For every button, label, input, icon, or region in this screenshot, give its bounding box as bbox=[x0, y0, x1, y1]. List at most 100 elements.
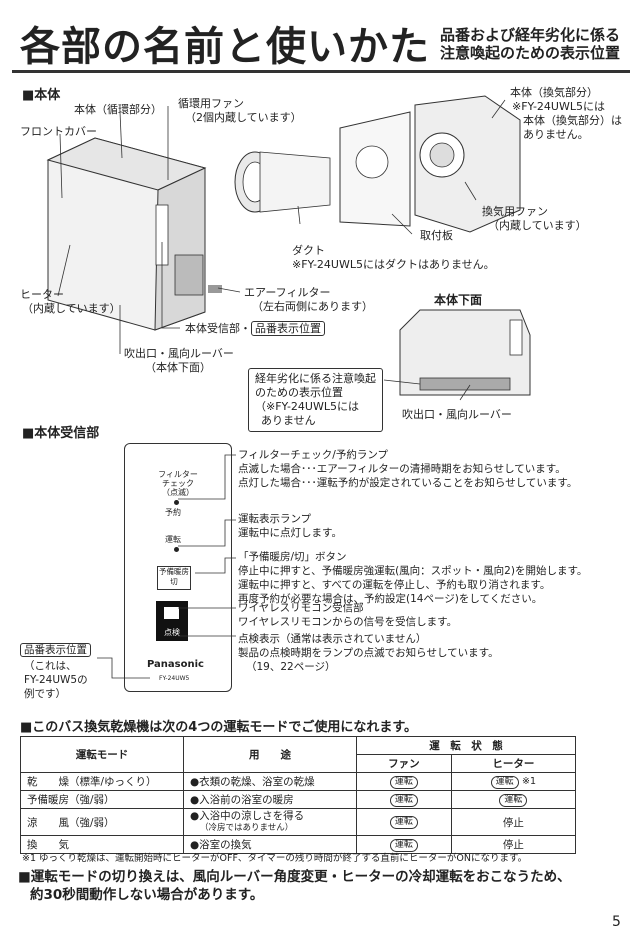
cell-mode: 涼 風（強/弱） bbox=[20, 808, 184, 836]
page-subtitle: 品番および経年劣化に係る 注意喚起のための表示位置 bbox=[440, 26, 620, 62]
section-heading-modes: ■このバス換気乾燥機は次の4つの運転モードでご使用になれます。 bbox=[20, 720, 418, 735]
note-filter-l1: 点滅した場合･･･エアーフィルターの清掃時期をお知らせしています。 bbox=[238, 463, 566, 475]
section-heading-body: ■本体 bbox=[22, 88, 61, 103]
aging-line-1: 経年劣化に係る注意喚起 bbox=[255, 372, 376, 385]
cell-mode: 乾 燥（標準/ゆっくり） bbox=[20, 772, 184, 791]
label-vent-note-2: 本体（換気部分）は bbox=[523, 114, 622, 127]
table-row: 換 気 ●浴室の換気 運転 停止 bbox=[20, 835, 577, 854]
page-number: 5 bbox=[612, 914, 621, 930]
cell-heater: 運転 ※1 bbox=[450, 772, 577, 791]
note-preheat-l3: 再度予約が必要な場合は、予約設定(14ページ)をしてください。 bbox=[238, 593, 543, 605]
cell-heater: 停止 bbox=[450, 808, 577, 836]
note-model-pos-l2: FY-24UW5の bbox=[24, 674, 88, 686]
label-duct: ダクト bbox=[292, 244, 325, 257]
note-inspect-l2: （19、22ページ） bbox=[246, 661, 336, 673]
note-run-l1: 運転中に点灯します。 bbox=[238, 527, 342, 539]
duct-tube bbox=[259, 151, 331, 213]
label-receiver: 本体受信部・品番表示位置 bbox=[185, 321, 325, 336]
label-vent-note-1: ※FY-24UWL5には bbox=[512, 100, 605, 113]
cell-use: ●入浴前の浴室の暖房 bbox=[183, 790, 357, 809]
header-rule bbox=[12, 70, 630, 73]
panel-brand: Panasonic bbox=[147, 659, 204, 670]
label-vent-note-3: ありません。 bbox=[523, 128, 589, 141]
label-bottom-view: 本体下面 bbox=[434, 293, 483, 307]
label-air-filter: エアーフィルター bbox=[244, 286, 331, 299]
vent-unit bbox=[414, 95, 521, 233]
panel-filter-l3: （点滅） bbox=[162, 488, 194, 497]
aging-line-3: （※FY-24UWL5には bbox=[255, 400, 359, 413]
aging-line-4: ありません bbox=[261, 414, 316, 427]
note-model-pos-l1: （これは、 bbox=[24, 660, 77, 672]
status-pill: 運転 bbox=[389, 838, 418, 852]
note-inspect-l1: 製品の点検時期をランプの点滅でお知らせしています。 bbox=[238, 647, 499, 659]
footnote-1: ※1 ゆっくり乾燥は、運転開始時にヒーターがOFF、タイマーの残り時間が終了する… bbox=[22, 853, 528, 864]
subtitle-line-2: 注意喚起のための表示位置 bbox=[440, 44, 621, 62]
receiver-lens bbox=[164, 607, 179, 619]
note-remote-l1: ワイヤレスリモコンからの信号を受信します。 bbox=[238, 616, 458, 628]
table-row: 涼 風（強/弱） ●入浴中の涼しさを得る （冷房ではありません） 運転 停止 bbox=[20, 808, 577, 836]
label-heater: ヒーター bbox=[20, 288, 64, 301]
label-duct-note: ※FY-24UWL5にはダクトはありません。 bbox=[292, 258, 495, 271]
section-heading-receiver: ■本体受信部 bbox=[22, 426, 100, 441]
label-vent-unit: 本体（換気部分） bbox=[510, 86, 598, 99]
th-status: 運 転 状 態 bbox=[356, 736, 576, 755]
model-plate bbox=[208, 285, 222, 293]
cell-fan: 運転 bbox=[356, 835, 452, 854]
th-heater: ヒーター bbox=[450, 754, 577, 773]
note-preheat-title: 「予備暖房/切」ボタン bbox=[238, 551, 347, 563]
receiver-leaders bbox=[97, 454, 236, 679]
note-run-title: 運転表示ランプ bbox=[238, 513, 312, 525]
th-fan: ファン bbox=[356, 754, 452, 773]
status-pill: 運転 bbox=[389, 816, 418, 829]
cell-use-main: ●入浴中の涼しさを得る bbox=[190, 810, 305, 822]
unit-illustration bbox=[46, 95, 531, 401]
cell-mode: 予備暖房（強/弱） bbox=[20, 790, 184, 809]
panel-operation: 運転 bbox=[165, 535, 181, 544]
status-pill: 運転 bbox=[389, 775, 418, 789]
note-model-pos-text: 品番表示位置 bbox=[20, 643, 91, 657]
cell-heater: 運転 bbox=[450, 790, 577, 809]
subtitle-line-1: 品番および経年劣化に係る bbox=[440, 26, 621, 44]
cell-use: ●入浴中の涼しさを得る （冷房ではありません） bbox=[183, 808, 357, 836]
panel-reserve: 予約 bbox=[165, 508, 181, 517]
aging-line-2: のための表示位置 bbox=[255, 386, 343, 399]
label-receiver-text: 本体受信部・ bbox=[185, 322, 251, 335]
table-row: 乾 燥（標準/ゆっくり） ●衣類の乾燥、浴室の乾燥 運転 運転 ※1 bbox=[20, 772, 577, 791]
cell-use: ●衣類の乾燥、浴室の乾燥 bbox=[183, 772, 357, 791]
preheat-off-button[interactable]: 予備暖房 切 bbox=[157, 566, 191, 590]
label-mounting-plate: 取付板 bbox=[420, 229, 453, 242]
panel-model: FY-24UW5 bbox=[159, 675, 190, 682]
label-heater-note: （内蔵しています） bbox=[22, 302, 121, 315]
bottom-view-unit bbox=[399, 309, 531, 396]
label-circ-fan: 循環用ファン bbox=[178, 97, 244, 110]
cell-fan: 運転 bbox=[356, 790, 452, 809]
panel-filter-label: フィルター チェック （点滅） bbox=[125, 470, 231, 497]
note-model-pos: 品番表示位置 bbox=[20, 643, 91, 658]
modes-table: 運転モード 用 途 運 転 状 態 ファン ヒーター 乾 燥（標準/ゆっくり） … bbox=[20, 736, 577, 854]
status-pill: 運転 bbox=[499, 793, 528, 807]
preheat-btn-l1: 予備暖房 bbox=[159, 567, 189, 576]
cell-fan: 運転 bbox=[356, 808, 452, 836]
receiver-panel-drawing: フィルター チェック （点滅） 予約 運転 予備暖房 切 点検 Panasoni… bbox=[124, 443, 232, 692]
cell-fan: 運転 bbox=[356, 772, 452, 791]
note-preheat-l2: 運転中に押すと、すべての運転を停止し、予約も取り消されます。 bbox=[238, 579, 551, 591]
table-row: 予備暖房（強/弱） ●入浴前の浴室の暖房 運転 運転 bbox=[20, 790, 577, 809]
cell-use-sub: （冷房ではありません） bbox=[200, 823, 294, 833]
panel-check: 点検 bbox=[164, 628, 180, 637]
switch-note-2: 約30秒間動作しない場合があります。 bbox=[30, 887, 264, 903]
heater-footnote-ref: ※1 bbox=[522, 775, 537, 787]
bottom-louver bbox=[419, 377, 511, 391]
preheat-btn-l2: 切 bbox=[170, 577, 178, 586]
note-filter-l2: 点灯した場合･･･運転予約が設定されていることをお知らせしています。 bbox=[238, 477, 578, 489]
label-exhaust-fan: 換気用ファン bbox=[482, 205, 548, 218]
note-remote-title: ワイヤレスリモコン受信部 bbox=[238, 602, 364, 614]
panel-filter-l2: チェック bbox=[162, 479, 194, 488]
label-exhaust-fan-note: （内蔵しています） bbox=[488, 219, 587, 232]
note-preheat-l1: 停止中に押すと、予備暖房強運転(風向：スポット・風向2)を開始します。 bbox=[238, 565, 588, 577]
th-mode: 運転モード bbox=[20, 736, 184, 773]
th-use: 用 途 bbox=[183, 736, 357, 773]
run-lamp bbox=[174, 547, 179, 552]
label-bottom-outlet: 吹出口・風向ルーバー bbox=[402, 408, 512, 421]
status-pill: 運転 bbox=[490, 775, 519, 789]
note-filter-title: フィルターチェック/予約ランプ bbox=[238, 449, 389, 461]
